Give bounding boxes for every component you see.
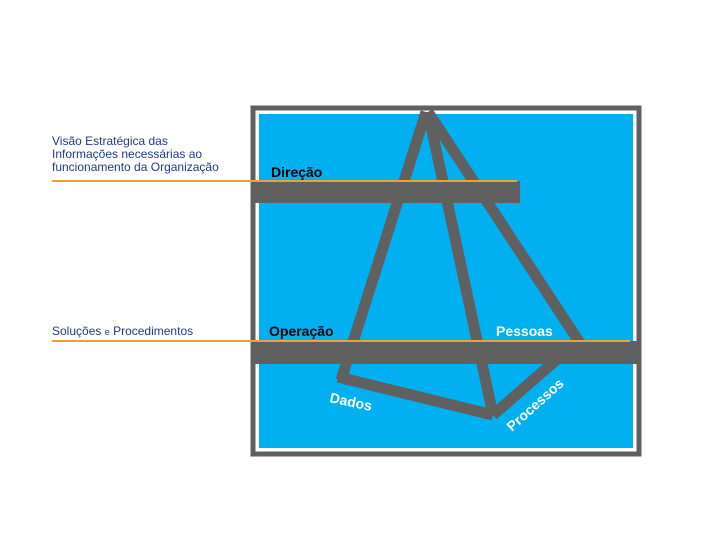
edge-apex-dados: [335, 110, 432, 382]
blue-panel: [259, 114, 633, 448]
solutions-connector: e: [104, 327, 110, 337]
procedures-word: Procedimentos: [113, 324, 194, 338]
people-label: Pessoas: [496, 323, 553, 339]
pyramid-edges: [335, 108, 585, 421]
diagram-frame: [250, 105, 642, 457]
strategic-note-line-3: funcionamento da Organização: [52, 160, 219, 174]
strategic-note-line-2: Informações necessárias ao: [52, 147, 203, 161]
direction-label: Direção: [271, 164, 322, 180]
operation-bar: [253, 341, 640, 364]
strategic-note-line-1: Visão Estratégica das: [52, 134, 168, 148]
solutions-note: Soluções e Procedimentos: [52, 325, 193, 339]
solutions-word: Soluções: [52, 324, 102, 338]
direction-bar: [253, 181, 520, 203]
edge-apex-pessoas: [423, 108, 585, 347]
edge-dados-center: [336, 371, 495, 421]
edge-apex-center: [422, 110, 499, 417]
operation-label: Operação: [269, 323, 334, 339]
strategic-vision-note: Visão Estratégica das Informações necess…: [52, 135, 219, 174]
